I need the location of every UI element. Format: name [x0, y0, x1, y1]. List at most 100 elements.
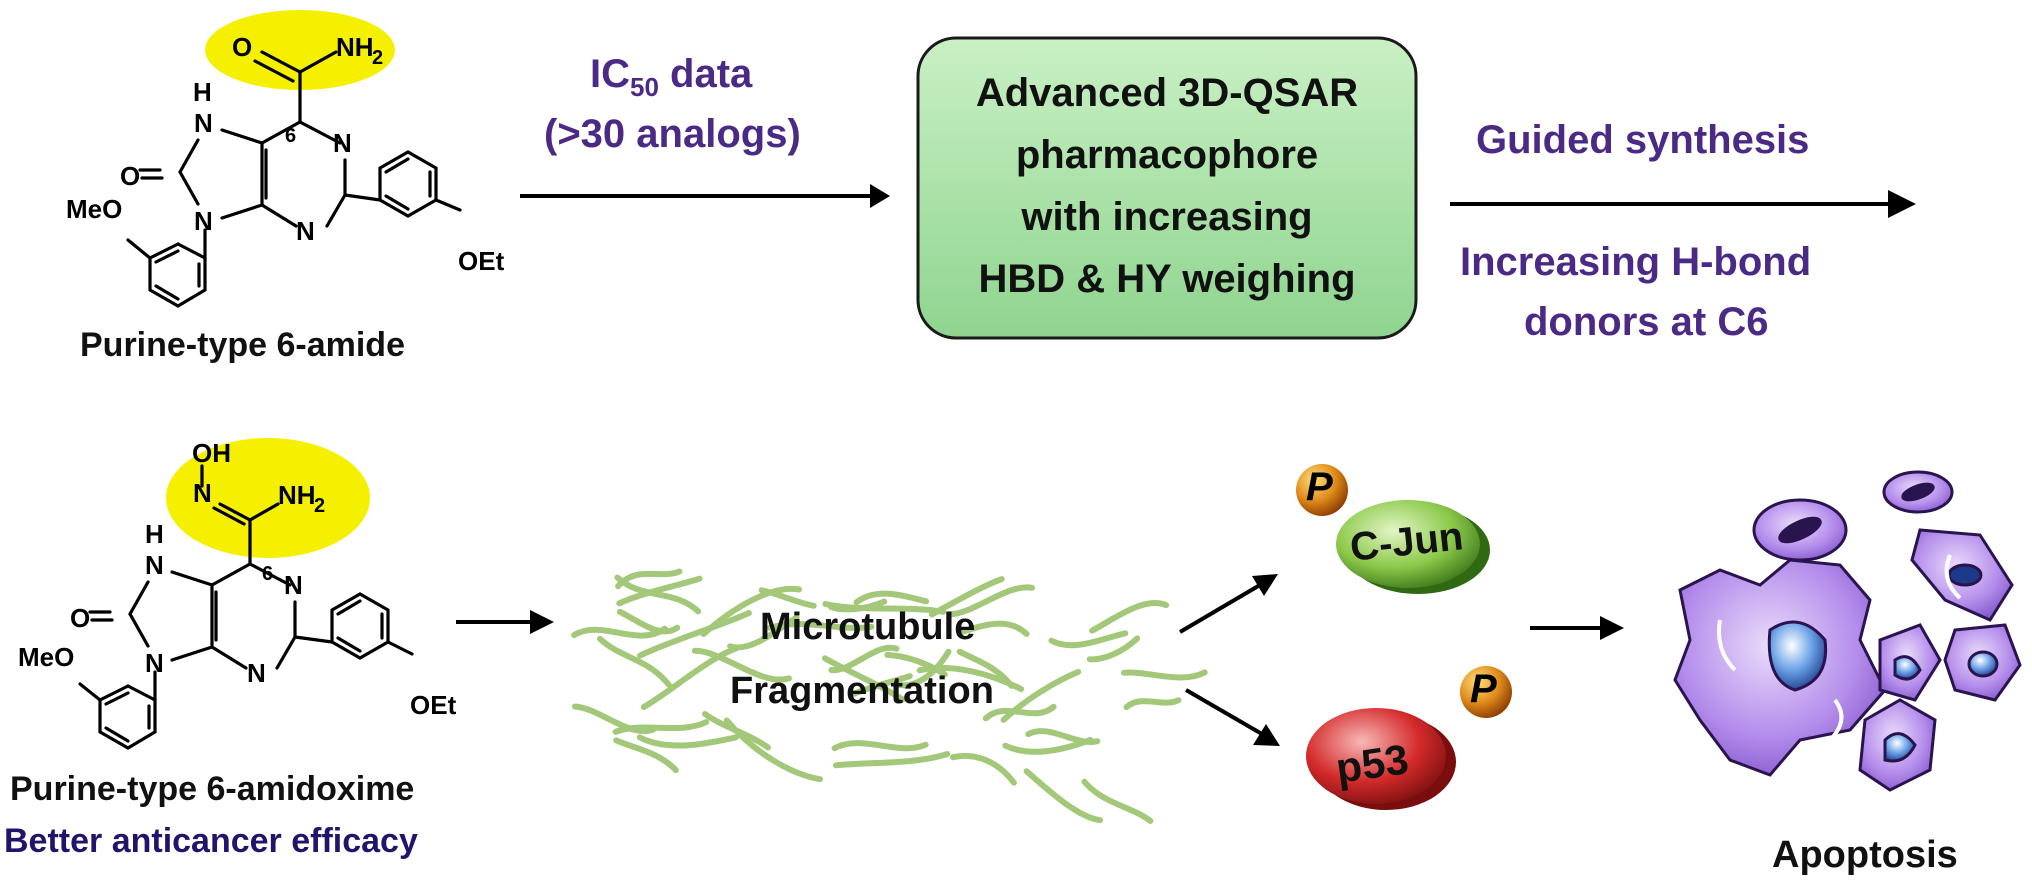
microtubule-segment [637, 610, 752, 659]
amide-caption: Purine-type 6-amide [80, 326, 405, 364]
microtubule-segment [948, 584, 1035, 618]
microtubule-segment [822, 601, 947, 615]
microtubule-label-1: Microtubule [760, 606, 976, 648]
microtubule-segment [723, 717, 823, 783]
microtubule-segment [1081, 778, 1154, 824]
apoptosis-label: Apoptosis [1772, 834, 1958, 876]
microtubule-segment [616, 608, 681, 635]
microtubule-segment [636, 734, 740, 749]
microtubule-segment [884, 651, 948, 678]
qsar-box [916, 36, 1418, 340]
atom-NH2: NH [336, 32, 374, 62]
atom-OEt: OEt [458, 246, 505, 276]
atom-MeO: MeO [18, 642, 74, 672]
atom-N3: N [247, 658, 266, 688]
amide-structure: O NH 2 H N 6 N O N N MeO OEt [66, 10, 505, 308]
atom-N7: N [194, 108, 213, 138]
microtubule-label-2: Fragmentation [730, 670, 994, 712]
atom-H: H [193, 77, 212, 107]
ic50-prefix: IC [590, 52, 630, 96]
qsar-line-2: pharmacophore [1015, 133, 1319, 177]
qsar-line-3: with increasing [1021, 195, 1313, 239]
ic50-label: IC50 data [590, 52, 752, 103]
arrow-to-cjun [1178, 583, 1262, 634]
microtubule-segment [916, 664, 1025, 693]
qsar-box-text: Advanced 3D-QSAR pharmacophore with incr… [918, 62, 1416, 310]
atom-N1: N [333, 128, 352, 158]
ic50-suffix: data [658, 52, 753, 96]
arrow-to-p53 [1184, 688, 1264, 736]
microtubule-segment [640, 645, 740, 710]
atom-O-carbonyl: O [232, 32, 252, 62]
microtubule-segment [1023, 768, 1103, 824]
atom-O8: O [70, 603, 90, 633]
atom-MeO: MeO [66, 194, 122, 224]
microtubule-fragments [571, 568, 1208, 824]
microtubule-segment [758, 587, 817, 609]
atom-NH2-sub: 2 [314, 495, 325, 517]
microtubule-segment [700, 585, 803, 637]
amidoxime-caption: Purine-type 6-amidoxime [10, 770, 415, 808]
microtubule-segment [1089, 600, 1170, 634]
microtubule-segment [959, 620, 1030, 637]
atom-NH2-sub: 2 [372, 47, 383, 69]
atom-N3: N [296, 216, 315, 246]
microtubule-segment [613, 737, 679, 774]
atom-NH2: NH [278, 480, 316, 510]
atom-N9: N [145, 648, 164, 678]
amidoxime-highlight [166, 438, 370, 558]
microtubule-segment [1086, 635, 1141, 663]
microtubule-segment [892, 648, 952, 689]
microtubule-segment [821, 655, 906, 703]
microtubule-segment [597, 635, 672, 688]
atom-OEt: OEt [410, 690, 457, 720]
microtubule-segment [851, 673, 913, 697]
p53-protein: P [1306, 666, 1512, 810]
apoptotic-cells [1673, 470, 2022, 792]
microtubule-segment [950, 752, 1017, 786]
microtubule-segment [616, 575, 703, 607]
atom-N1: N [284, 570, 303, 600]
amide-highlight [205, 10, 395, 90]
atom-N7: N [145, 550, 164, 580]
label-C6: 6 [285, 125, 296, 147]
microtubule-segment [1025, 728, 1101, 746]
microtubule-segment [571, 625, 668, 639]
label-C6: 6 [262, 563, 273, 585]
amidoxime-structure: OH N NH 2 H N 6 N O N N MeO OEt [18, 438, 457, 750]
microtubule-segment [853, 590, 930, 606]
microtubule-segment [691, 647, 792, 683]
microtubule-segment [1048, 630, 1129, 649]
microtubule-segment [727, 614, 800, 651]
qsar-line-4: HBD & HY weighing [978, 257, 1356, 301]
microtubule-segment [615, 568, 683, 590]
phospho-cjun [1296, 464, 1348, 516]
cjun-protein: P [1296, 464, 1490, 594]
hbond-label-1: Increasing H-bond [1460, 240, 1812, 284]
analogs-label: (>30 analogs) [544, 112, 801, 156]
atom-N-oxime: N [193, 478, 212, 508]
microtubule-segment [831, 740, 929, 752]
microtubule-segment [832, 751, 951, 769]
ic50-subscript: 50 [630, 72, 659, 102]
microtubule-segment [1121, 669, 1208, 681]
microtubule-segment [614, 574, 702, 615]
atom-OH: OH [192, 438, 231, 468]
microtubule-segment [571, 703, 657, 735]
microtubule-segment [828, 644, 900, 674]
microtubule-segment [702, 711, 771, 751]
p53-label: p53 [1333, 735, 1412, 792]
atom-N9: N [194, 206, 213, 236]
hbond-label-2: donors at C6 [1524, 300, 1769, 344]
microtubule-segment [1123, 697, 1182, 711]
phospho-cjun-label: P [1306, 465, 1333, 509]
microtubule-segment [982, 703, 1057, 722]
guided-synthesis-label: Guided synthesis [1476, 118, 1810, 162]
efficacy-caption: Better anticancer efficacy [4, 822, 418, 860]
phospho-p53-label: P [1470, 667, 1497, 711]
atom-H: H [145, 519, 164, 549]
atom-O8: O [120, 161, 140, 191]
phospho-p53 [1460, 666, 1512, 718]
